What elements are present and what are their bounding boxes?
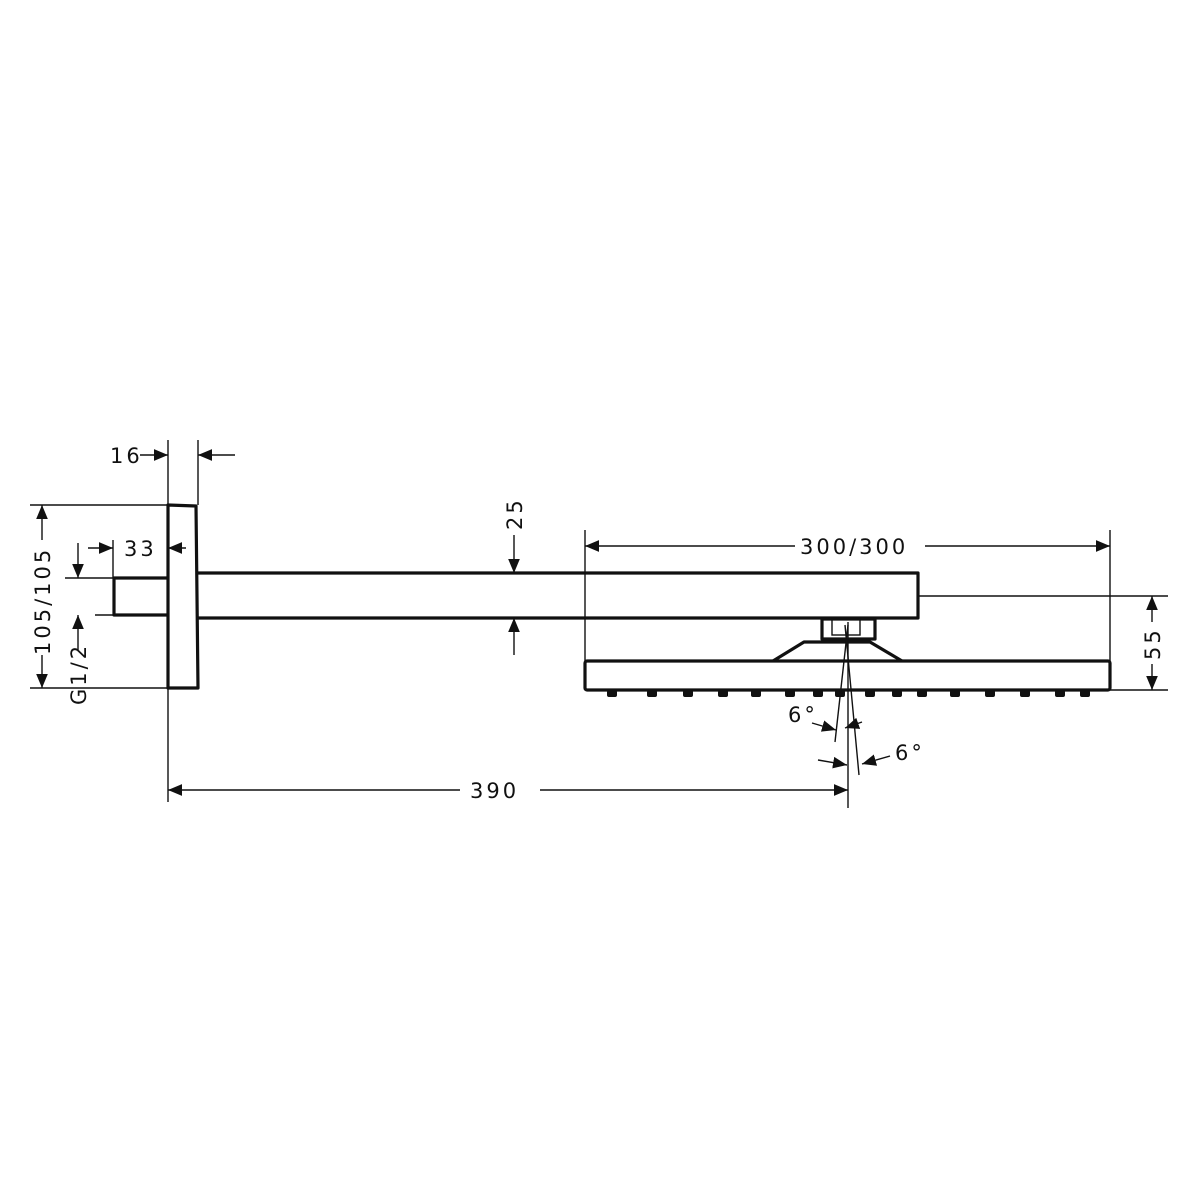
dim-label-g12: G1/2 — [67, 643, 91, 705]
dimension-tilt-angles: 6° 6° — [788, 624, 925, 776]
nozzle — [917, 690, 927, 697]
dimension-head-height: 55 — [918, 595, 1168, 691]
inlet-stub — [112, 576, 168, 617]
dim-label-105: 105/105 — [31, 547, 55, 655]
dim-label-16: 16 — [110, 444, 143, 468]
dim-label-tilt-left: 6° — [788, 703, 818, 727]
dim-label-390: 390 — [470, 779, 519, 803]
nozzle — [607, 690, 617, 697]
dimension-head-size: 300/300 — [584, 530, 1111, 661]
dimension-plate-thickness: 16 — [110, 440, 235, 505]
nozzle — [647, 690, 657, 697]
dim-label-55: 55 — [1141, 627, 1165, 660]
nozzle-row — [607, 690, 1090, 697]
dimension-projection: 390 — [167, 622, 849, 808]
nozzle — [865, 690, 875, 697]
nozzle — [1055, 690, 1065, 697]
nozzle — [751, 690, 761, 697]
wall-plate — [166, 503, 200, 690]
nozzle — [785, 690, 795, 697]
nozzle — [718, 690, 728, 697]
dimension-stub-length: 33 — [88, 537, 186, 578]
nozzle — [892, 690, 902, 697]
dim-label-tilt-right: 6° — [895, 741, 925, 765]
head-cone — [772, 640, 903, 663]
nozzle — [813, 690, 823, 697]
nozzle — [1020, 690, 1030, 697]
dimension-arm-height: 25 — [503, 497, 527, 655]
nozzle — [985, 690, 995, 697]
dim-label-25: 25 — [503, 497, 527, 530]
nozzle — [950, 690, 960, 697]
dim-label-300: 300/300 — [800, 535, 908, 559]
nozzle — [1080, 690, 1090, 697]
dim-label-33: 33 — [124, 537, 157, 561]
shower-arm — [198, 571, 920, 620]
nozzle — [683, 690, 693, 697]
dimension-thread: G1/2 — [65, 543, 168, 705]
dimension-plate-height: 105/105 — [30, 504, 168, 689]
